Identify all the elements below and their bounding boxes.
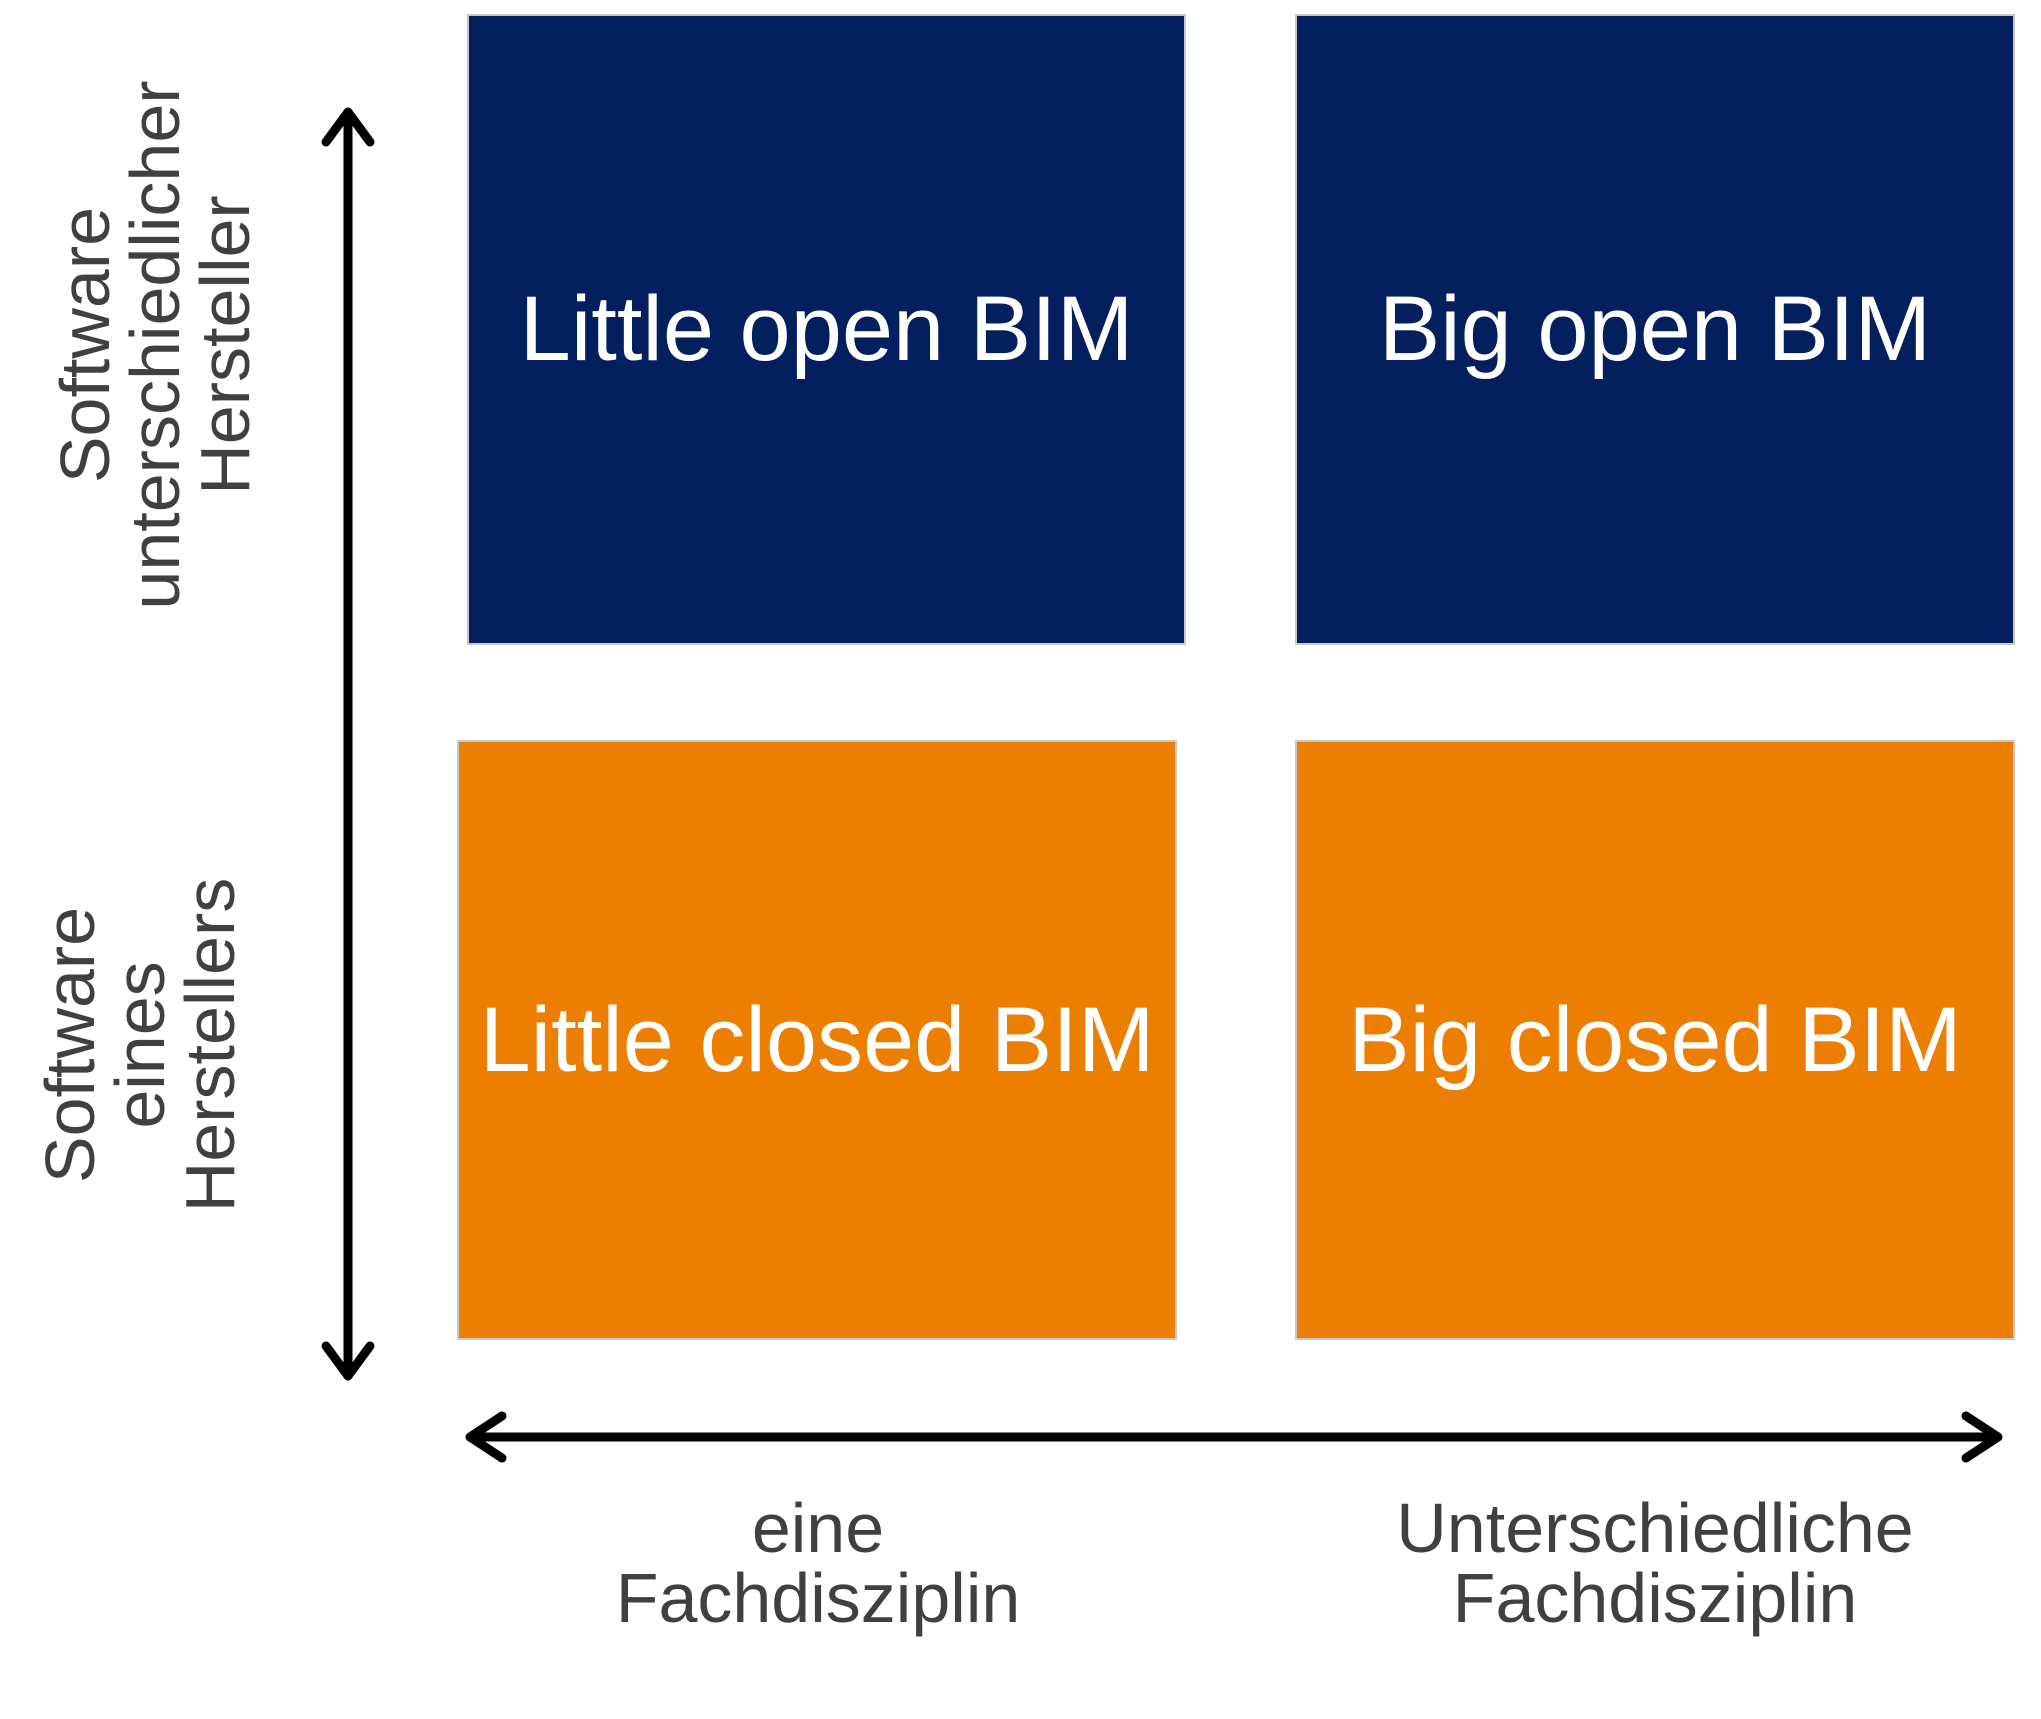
y-label-line: unterschiedlicher [116,80,194,610]
quadrant-big-open-bim: Big open BIM [1295,14,2015,645]
x-axis-label-right: Unterschiedliche Fachdisziplin [1396,1493,1913,1633]
x-axis-label-left: eine Fachdisziplin [616,1493,1021,1633]
y-label-line: eines [101,961,179,1129]
quadrant-big-closed-bim: Big closed BIM [1295,740,2015,1340]
x-label-line: Fachdisziplin [615,1559,1021,1637]
x-label-line: Unterschiedliche [1396,1489,1914,1567]
quadrant-little-open-bim: Little open BIM [467,14,1186,645]
y-axis-label-bottom: Software eines Herstellers [31,877,249,1213]
horizontal-axis-arrow [465,1411,2003,1463]
x-label-line: Fachdisziplin [1452,1559,1858,1637]
y-label-line: Software [31,906,109,1184]
y-axis-label-top: Software unterschiedlicher Hersteller [46,80,264,610]
y-label-line: Herstellers [171,877,249,1213]
quadrant-little-closed-bim: Little closed BIM [457,740,1177,1340]
quadrant-label: Big closed BIM [1348,988,1962,1091]
y-label-line: Hersteller [186,195,264,495]
quadrant-label: Big open BIM [1378,278,1932,380]
quadrant-label: Little open BIM [519,278,1134,380]
quadrant-label: Little closed BIM [479,988,1155,1091]
y-label-line: Software [46,206,124,484]
x-label-line: eine [751,1489,885,1567]
vertical-axis-arrow [321,107,375,1381]
